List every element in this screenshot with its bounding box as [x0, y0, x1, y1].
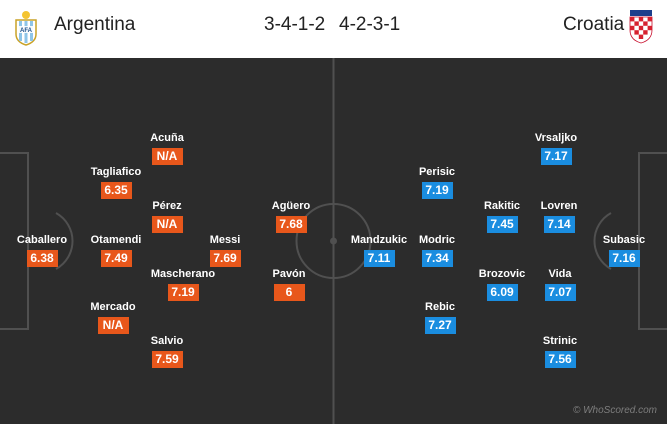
- player-name: Acuña: [150, 132, 184, 144]
- player-rating: 7.49: [100, 250, 132, 267]
- player-tagliafico[interactable]: Tagliafico 6.35: [71, 166, 161, 199]
- player-rating: 6.35: [100, 182, 132, 199]
- player-rating: 7.11: [363, 250, 395, 267]
- whoscored-credit: © WhoScored.com: [572, 405, 657, 416]
- player-rating: 7.19: [167, 284, 199, 301]
- player-rating: 7.27: [424, 317, 456, 334]
- player-messi[interactable]: Messi 7.69: [180, 234, 270, 267]
- player-name: Tagliafico: [90, 166, 142, 178]
- player-name: Messi: [209, 234, 241, 246]
- player-name: Pérez: [152, 200, 182, 212]
- player-rating: 6.38: [26, 250, 58, 267]
- player-rating: 6: [273, 284, 305, 301]
- player-lovren[interactable]: Lovren 7.14: [514, 200, 604, 233]
- player-rating: 7.07: [544, 284, 576, 301]
- player-name: Lovren: [540, 200, 578, 212]
- player-name: Rebic: [425, 301, 455, 313]
- crest-text: AFA: [20, 28, 33, 34]
- player-rating: 7.16: [608, 250, 640, 267]
- player-rating: 7.56: [544, 351, 576, 368]
- pitch-lines: [0, 58, 667, 424]
- player-name: Modric: [418, 234, 456, 246]
- player-strinic[interactable]: Strinic 7.56: [515, 335, 605, 368]
- player-rating: N/A: [97, 317, 129, 334]
- player-vrsaljko[interactable]: Vrsaljko 7.17: [511, 132, 601, 165]
- player-rating: 7.34: [421, 250, 453, 267]
- player-name: Strinic: [542, 335, 578, 347]
- player-brozovic[interactable]: Brozovic 6.09: [457, 268, 547, 301]
- player-modric[interactable]: Modric 7.34: [392, 234, 482, 267]
- player-name: Mercado: [90, 301, 136, 313]
- player-subasic[interactable]: Subasic 7.16: [579, 234, 667, 267]
- player-salvio[interactable]: Salvio 7.59: [122, 335, 212, 368]
- player-pavon[interactable]: Pavón 6: [244, 268, 334, 301]
- player-name: Otamendi: [90, 234, 142, 246]
- player-rating: 7.59: [151, 351, 183, 368]
- home-team-name[interactable]: Argentina: [54, 14, 136, 35]
- player-name: Vida: [548, 268, 572, 280]
- player-rating: 7.19: [421, 182, 453, 199]
- home-formation: 3-4-1-2: [264, 14, 326, 35]
- player-aguero[interactable]: Agüero 7.68: [246, 200, 336, 233]
- player-caballero[interactable]: Caballero 6.38: [0, 234, 87, 267]
- player-name: Perisic: [418, 166, 456, 178]
- player-rating: N/A: [151, 216, 183, 233]
- player-rating: 7.14: [543, 216, 575, 233]
- player-name: Mascherano: [150, 268, 216, 280]
- away-formation: 4-2-3-1: [339, 14, 401, 35]
- player-rebic[interactable]: Rebic 7.27: [395, 301, 485, 334]
- croatia-crest-icon: [628, 10, 654, 44]
- player-perisic[interactable]: Perisic 7.19: [392, 166, 482, 199]
- player-name: Mandzukic: [350, 234, 408, 246]
- player-name: Caballero: [16, 234, 68, 246]
- player-name: Rakitic: [483, 200, 521, 212]
- away-team-name[interactable]: Croatia: [563, 14, 625, 35]
- player-name: Brozovic: [478, 268, 526, 280]
- argentina-crest-icon: AFA: [14, 10, 38, 46]
- player-rating: 6.09: [486, 284, 518, 301]
- player-rating: N/A: [151, 148, 183, 165]
- player-name: Agüero: [271, 200, 311, 212]
- player-rating: 7.45: [486, 216, 518, 233]
- player-name: Vrsaljko: [534, 132, 578, 144]
- player-name: Pavón: [272, 268, 306, 280]
- player-mandzukic[interactable]: Mandzukic 7.11: [334, 234, 424, 267]
- player-rating: 7.17: [540, 148, 572, 165]
- player-otamendi[interactable]: Otamendi 7.49: [71, 234, 161, 267]
- player-rating: 7.69: [209, 250, 241, 267]
- player-name: Subasic: [602, 234, 646, 246]
- player-rating: 7.68: [275, 216, 307, 233]
- player-vida[interactable]: Vida 7.07: [515, 268, 605, 301]
- player-rakitic[interactable]: Rakitic 7.45: [457, 200, 547, 233]
- match-header: AFA Argentina 3-4-1-2 4-2-3-1 Croatia: [0, 0, 667, 58]
- player-mascherano[interactable]: Mascherano 7.19: [138, 268, 228, 301]
- player-name: Salvio: [150, 335, 184, 347]
